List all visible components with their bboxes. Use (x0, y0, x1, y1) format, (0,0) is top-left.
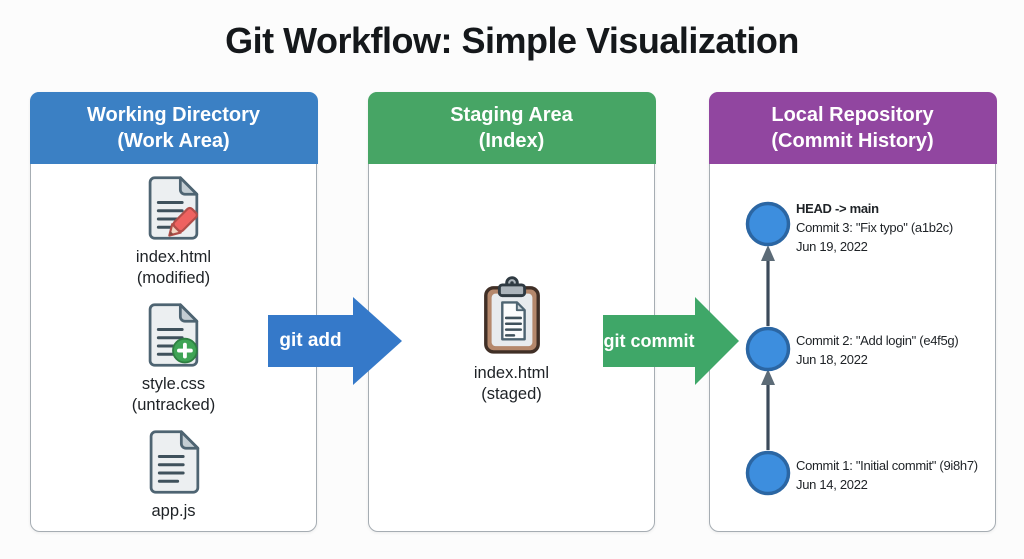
arrow-head-icon (695, 297, 739, 385)
staged-file-item: index.html (staged) (369, 275, 654, 405)
file-item-untracked: style.css (untracked) (132, 302, 215, 416)
arrow-label: git commit (603, 315, 695, 367)
file-label: index.html (modified) (136, 247, 211, 289)
file-name: index.html (135, 247, 212, 266)
local-repository-title-line2: (Commit History) (771, 129, 934, 152)
file-label: style.css (untracked) (132, 374, 215, 416)
staging-area-title-line2: (Index) (478, 129, 545, 152)
local-repository-title-line1: Local Repository (771, 103, 934, 126)
working-directory-title-line2: (Work Area) (117, 129, 230, 152)
staging-area-header: Staging Area (Index) (367, 91, 656, 164)
arrow-label: git add (268, 315, 353, 367)
git-commit-arrow: git commit (603, 297, 739, 385)
pencil-icon (168, 206, 199, 237)
panel-local-repository: Local Repository (Commit History) HEAD -… (708, 91, 997, 532)
file-status: (modified) (136, 268, 211, 287)
commit-node (745, 201, 791, 247)
git-add-arrow: git add (268, 297, 402, 385)
commit-date: Jun 14, 2022 (796, 477, 868, 492)
panel-working-directory: Working Directory (Work Area) (29, 91, 318, 532)
file-status: (staged) (481, 385, 542, 403)
commit-date: Jun 18, 2022 (796, 352, 868, 367)
file-status: (untracked) (131, 395, 216, 414)
arrowhead-up-icon (761, 369, 775, 385)
document-untracked-icon (149, 302, 199, 367)
page-title: Git Workflow: Simple Visualization (225, 20, 799, 61)
commit-entry: HEAD -> main Commit 3: "Fix typo" (a1b2c… (796, 199, 1001, 256)
working-directory-title-line1: Working Directory (87, 103, 260, 126)
local-repository-header: Local Repository (Commit History) (708, 91, 997, 164)
document-icon (149, 429, 199, 494)
commit-graph (745, 201, 791, 496)
file-item-modified: index.html (modified) (136, 175, 211, 289)
commit-message: Commit 2: "Add login" (e4f5g) (796, 333, 959, 348)
commit-message: Commit 1: "Initial commit" (9i8h7) (796, 458, 978, 473)
arrowhead-up-icon (761, 245, 775, 261)
panel-staging-area: Staging Area (Index) index.html (staged) (367, 91, 656, 532)
file-item-plain: app.js (146, 429, 202, 522)
plus-icon (172, 337, 199, 363)
working-directory-header: Working Directory (Work Area) (29, 91, 318, 164)
commit-entry: Commit 2: "Add login" (e4f5g) Jun 18, 20… (796, 331, 1001, 369)
file-label: index.html (staged) (474, 363, 549, 405)
staging-area-title-line1: Staging Area (450, 103, 573, 126)
commit-message: Commit 3: "Fix typo" (a1b2c) (796, 220, 953, 235)
commit-ref: HEAD -> main (796, 201, 879, 216)
file-name: index.html (473, 364, 550, 382)
clipboard-icon (483, 276, 540, 354)
commit-date: Jun 19, 2022 (796, 239, 868, 254)
file-name: app.js (151, 501, 196, 520)
commit-node (745, 326, 791, 372)
commit-entry: Commit 1: "Initial commit" (9i8h7) Jun 1… (796, 456, 1001, 494)
file-name: style.css (141, 374, 206, 393)
document-modified-icon (149, 175, 199, 240)
working-directory-file-list: index.html (modified) (31, 165, 316, 531)
file-label: app.js (151, 501, 195, 522)
arrow-head-icon (353, 297, 402, 385)
commit-node (745, 450, 791, 496)
